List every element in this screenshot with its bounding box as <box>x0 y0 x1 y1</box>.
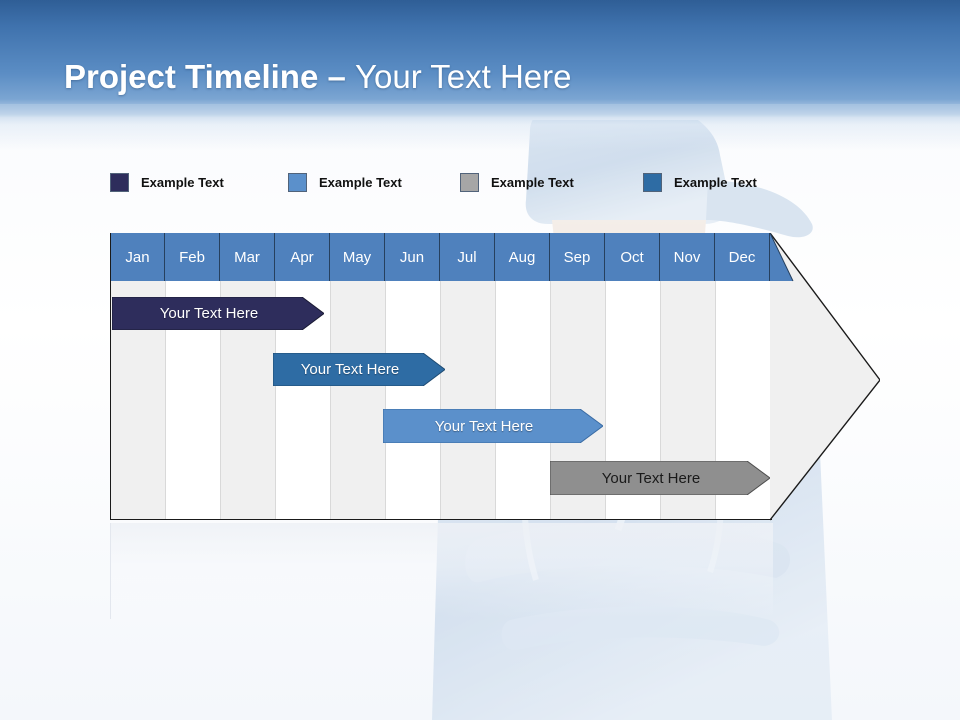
month-header-aug[interactable]: Aug <box>495 233 550 281</box>
month-header-dec[interactable]: Dec <box>715 233 770 281</box>
month-header-label: Jan <box>125 248 150 266</box>
task-bar-label: Your Text Here <box>300 361 400 378</box>
month-header-label: Jul <box>457 248 477 266</box>
legend-item-label: Example Text <box>141 174 224 190</box>
grid-separator <box>550 281 551 520</box>
page-title-bold: Project Timeline <box>64 58 319 95</box>
month-header-jan[interactable]: Jan <box>110 233 165 281</box>
legend-item[interactable]: Example Text <box>460 170 574 194</box>
grid-border-left <box>110 233 111 520</box>
legend-item[interactable]: Example Text <box>288 170 402 194</box>
grid-separator <box>220 281 221 520</box>
month-header-apr[interactable]: Apr <box>275 233 330 281</box>
task-bar[interactable]: Your Text Here <box>112 297 324 330</box>
grid-separator <box>495 281 496 520</box>
month-header-label: Jun <box>399 248 425 266</box>
task-bar[interactable]: Your Text Here <box>383 409 603 443</box>
month-header-feb[interactable]: Feb <box>165 233 220 281</box>
timeline-arrow-outline <box>769 233 880 521</box>
task-bar[interactable]: Your Text Here <box>273 353 445 386</box>
grid-separator <box>165 281 166 520</box>
grid-border-bottom <box>110 519 772 520</box>
month-header-label: May <box>342 248 372 266</box>
month-header-oct[interactable]: Oct <box>605 233 660 281</box>
month-header-nov[interactable]: Nov <box>660 233 715 281</box>
legend-item-label: Example Text <box>674 174 757 190</box>
grid-separator <box>385 281 386 520</box>
month-header-mar[interactable]: Mar <box>220 233 275 281</box>
month-header-label: Feb <box>179 248 205 266</box>
legend: Example Text Example Text Example Text E… <box>110 170 810 194</box>
month-header-label: Dec <box>728 248 756 266</box>
grid-separator <box>440 281 441 520</box>
month-header-label: Oct <box>620 248 644 266</box>
month-header-jul[interactable]: Jul <box>440 233 495 281</box>
month-header-jun[interactable]: Jun <box>385 233 440 281</box>
task-bar-arrow-shape <box>550 461 770 495</box>
title-banner <box>0 0 960 118</box>
legend-swatch-icon <box>643 172 662 192</box>
month-header-label: Apr <box>290 248 314 266</box>
legend-swatch-icon <box>288 172 307 192</box>
timeline-chart: Jan Feb Mar Apr May Jun Jul Aug Sep Oct … <box>110 233 880 523</box>
task-bar-arrow-shape <box>383 409 603 443</box>
month-header-sep[interactable]: Sep <box>550 233 605 281</box>
task-bar-label: Your Text Here <box>434 417 534 435</box>
grid-separator <box>330 281 331 520</box>
legend-item[interactable]: Example Text <box>110 170 224 194</box>
task-bar-label: Your Text Here <box>159 305 259 322</box>
page-title-dash: – <box>318 58 356 95</box>
task-bar-label: Your Text Here <box>601 469 701 487</box>
legend-item-label: Example Text <box>491 174 574 190</box>
task-bar[interactable]: Your Text Here <box>550 461 770 495</box>
page-title-light: Your Text Here <box>355 58 572 95</box>
month-header-label: Mar <box>234 248 260 266</box>
month-header-label: Aug <box>508 248 536 266</box>
page-title: Project Timeline – Your Text Here <box>64 58 572 96</box>
task-bar-arrow-shape <box>273 353 445 386</box>
legend-item-label: Example Text <box>319 174 402 190</box>
grid-separator <box>715 281 716 520</box>
task-bar-arrow-shape <box>112 297 324 330</box>
grid-separator <box>275 281 276 520</box>
grid-separator <box>605 281 606 520</box>
legend-swatch-icon <box>110 172 129 192</box>
grid-separator <box>660 281 661 520</box>
month-header-label: Sep <box>563 248 591 266</box>
legend-item[interactable]: Example Text <box>643 170 757 194</box>
title-banner-fade <box>0 104 960 150</box>
legend-swatch-icon <box>460 172 479 192</box>
month-header-label: Nov <box>673 248 701 266</box>
month-header-may[interactable]: May <box>330 233 385 281</box>
